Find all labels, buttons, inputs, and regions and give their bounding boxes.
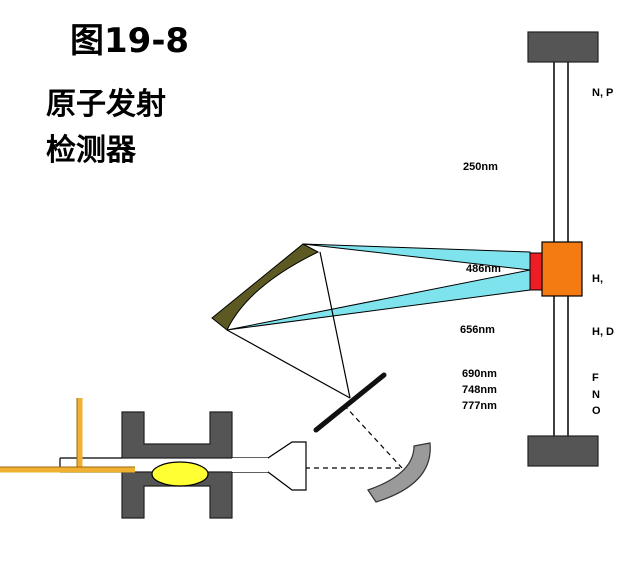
photodiode-array-detector — [541, 241, 583, 297]
element-label: F — [592, 372, 599, 384]
upper-flange — [121, 411, 233, 459]
ray-line-2 — [226, 329, 351, 399]
element-label: O — [592, 405, 601, 417]
tube-right-fill — [232, 458, 268, 472]
wavelength-label: 748nm — [462, 384, 497, 396]
wavelength-label: 486nm — [466, 263, 501, 275]
concave-mirror — [211, 243, 320, 331]
wavelength-label: 250nm — [463, 161, 498, 173]
title-line-1: 原子发射 — [46, 87, 166, 122]
element-label: N — [592, 389, 600, 401]
ray-line-1 — [319, 251, 351, 399]
lower-flange — [121, 471, 233, 519]
wavelength-label: 656nm — [460, 324, 495, 336]
dashed-ray-to-mirror — [343, 404, 403, 469]
element-label: H, — [592, 273, 603, 285]
tube-right-window — [232, 441, 307, 491]
figure-number: 图19-8 — [70, 21, 189, 61]
title-line-2: 检测器 — [46, 133, 137, 168]
plasma-discharge — [151, 461, 209, 487]
wavelength-label: 690nm — [462, 368, 497, 380]
detector-top-block — [527, 31, 599, 63]
element-label: H, D — [592, 326, 614, 338]
entrance-slit — [313, 372, 387, 433]
curved-grating — [367, 442, 431, 503]
element-label: N, P — [592, 87, 613, 99]
wavelength-label: 777nm — [462, 400, 497, 412]
detector-bottom-block — [527, 435, 599, 467]
